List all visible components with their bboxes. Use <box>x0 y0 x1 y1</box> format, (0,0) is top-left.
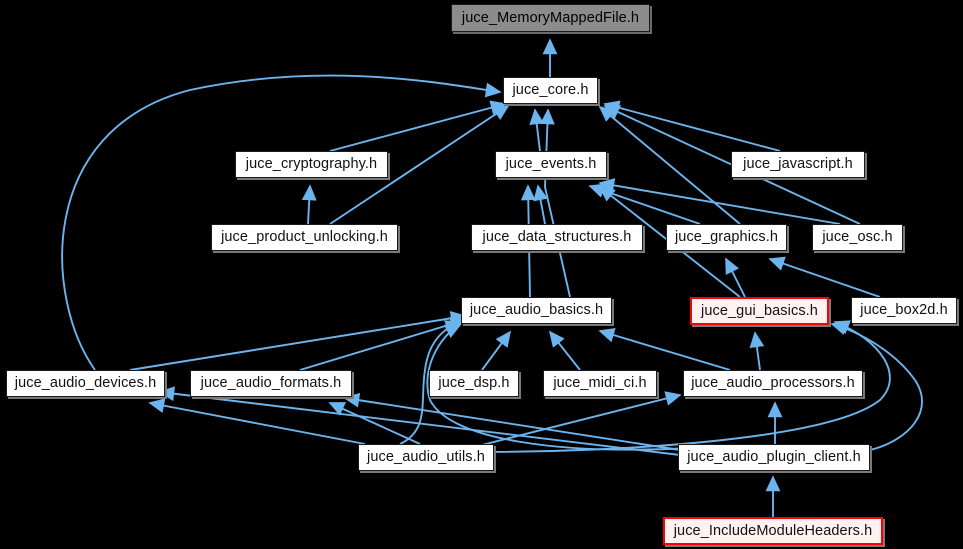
graph-edge-audio_utils-to-audio_basics <box>399 320 462 445</box>
graph-node-memorymappedfile[interactable]: juce_MemoryMappedFile.h <box>451 4 650 32</box>
graph-node-label: juce_core.h <box>512 82 589 99</box>
graph-node-label: juce_events.h <box>505 156 597 173</box>
graph-edge-events-to-core <box>529 108 545 152</box>
graph-node-events[interactable]: juce_events.h <box>495 151 607 178</box>
graph-node-graphics[interactable]: juce_graphics.h <box>666 224 787 251</box>
graph-edge-graphics-to-core <box>598 105 741 225</box>
graph-edge-gui_basics-to-graphics <box>725 257 746 298</box>
graph-edge-audio_basics-to-core <box>540 108 571 298</box>
graph-node-audio_basics[interactable]: juce_audio_basics.h <box>461 297 612 324</box>
graph-edge-audio_plugin_client-to-audio_devices <box>158 386 681 456</box>
graph-edge-audio_devices-to-audio_basics <box>129 310 467 371</box>
graph-edge-audio_processors-to-gui_basics <box>749 331 765 371</box>
graph-node-label: juce_javascript.h <box>743 156 853 173</box>
graph-edge-audio_plugin_client-to-audio_formats <box>343 392 681 451</box>
graph-node-javascript[interactable]: juce_javascript.h <box>731 151 865 178</box>
graph-edge-product_unlocking-to-core <box>329 105 510 225</box>
graph-node-label: juce_audio_basics.h <box>469 302 604 319</box>
graph-edge-audio_formats-to-audio_basics <box>299 317 467 371</box>
graph-edge-audio_utils-to-audio_devices <box>148 398 366 445</box>
graph-node-label: juce_gui_basics.h <box>701 302 818 319</box>
graph-edge-audio_devices-to-core <box>61 74 502 371</box>
graph-node-gui_basics[interactable]: juce_gui_basics.h <box>690 297 829 325</box>
graph-node-label: juce_audio_utils.h <box>367 449 485 466</box>
graph-node-dsp[interactable]: juce_dsp.h <box>429 370 519 397</box>
graph-edge-dsp-to-audio_basics <box>481 330 512 371</box>
graph-node-label: juce_data_structures.h <box>482 229 632 246</box>
graph-node-cryptography[interactable]: juce_cryptography.h <box>235 151 388 178</box>
graph-node-label: juce_cryptography.h <box>245 156 378 173</box>
graph-edge-audio_plugin_client-to-audio_basics <box>426 324 691 451</box>
graph-edge-box2d-to-graphics <box>768 256 881 298</box>
graph-node-label: juce_audio_formats.h <box>200 375 342 392</box>
graph-node-label: juce_box2d.h <box>860 302 948 319</box>
graph-node-label: juce_graphics.h <box>674 229 779 246</box>
graph-edge-midi_ci-to-audio_basics <box>548 330 581 371</box>
graph-node-label: juce_dsp.h <box>438 375 510 392</box>
graph-edge-cryptography-to-core <box>329 100 507 152</box>
graph-node-label: juce_osc.h <box>822 229 893 246</box>
graph-edge-audio_processors-to-audio_basics <box>598 327 731 371</box>
graph-node-box2d[interactable]: juce_box2d.h <box>851 297 957 324</box>
graph-node-audio_utils[interactable]: juce_audio_utils.h <box>358 444 494 471</box>
edges-group <box>61 38 923 517</box>
graph-node-label: juce_product_unlocking.h <box>221 229 388 246</box>
graph-edge-data_structures-to-events <box>533 184 548 225</box>
graph-node-label: juce_audio_processors.h <box>691 375 855 392</box>
graph-node-audio_devices[interactable]: juce_audio_devices.h <box>6 370 165 397</box>
graph-node-label: juce_audio_plugin_client.h <box>687 449 861 466</box>
graph-node-label: juce_midi_ci.h <box>553 375 647 392</box>
graph-node-audio_plugin_client[interactable]: juce_audio_plugin_client.h <box>678 444 870 471</box>
graph-node-data_structures[interactable]: juce_data_structures.h <box>471 224 643 251</box>
graph-node-osc[interactable]: juce_osc.h <box>812 224 903 251</box>
graph-node-label: juce_IncludeModuleHeaders.h <box>673 522 873 539</box>
graph-edge-product_unlocking-to-cryptography <box>301 184 317 225</box>
graph-edge-javascript-to-core <box>603 100 781 152</box>
graph-edge-osc-to-events <box>598 178 841 225</box>
graph-node-core[interactable]: juce_core.h <box>503 77 598 104</box>
graph-node-midi_ci[interactable]: juce_midi_ci.h <box>543 370 657 397</box>
graph-node-product_unlocking[interactable]: juce_product_unlocking.h <box>211 224 398 251</box>
graph-node-label: juce_MemoryMappedFile.h <box>461 9 640 26</box>
graph-node-audio_processors[interactable]: juce_audio_processors.h <box>683 370 863 397</box>
graph-edge-audio_plugin_client-to-gui_basics <box>830 320 923 451</box>
graph-node-audio_formats[interactable]: juce_audio_formats.h <box>190 370 352 397</box>
graph-node-label: juce_audio_devices.h <box>14 375 157 392</box>
graph-edge-audio_utils-to-audio_formats <box>328 402 421 445</box>
graph-node-include_module_headers[interactable]: juce_IncludeModuleHeaders.h <box>663 517 883 545</box>
